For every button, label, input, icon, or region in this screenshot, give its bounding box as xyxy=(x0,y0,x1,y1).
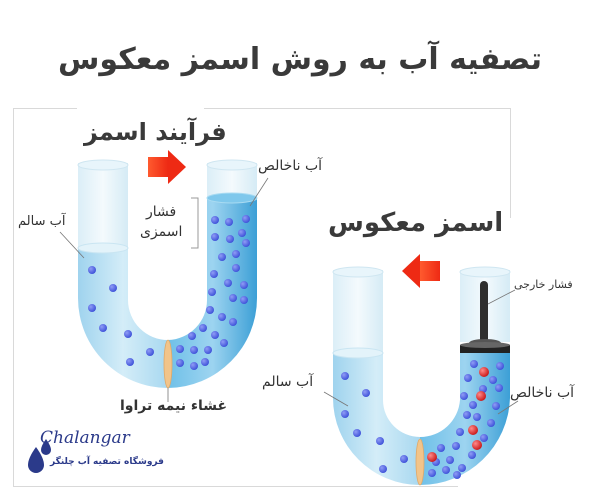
frame-left xyxy=(13,108,14,486)
page-title: تصفیه آب به روش اسمز معکوس xyxy=(58,42,542,77)
arrow-left-icon xyxy=(402,254,440,288)
osmotic-pressure-label-2: اسمزی xyxy=(140,224,183,240)
frame-right xyxy=(510,108,511,218)
osmotic-pressure-label-1: فشار xyxy=(146,204,177,220)
osmosis-heading: فرآیند اسمز xyxy=(84,118,227,146)
reverse-osmosis-heading: اسمز معکوس xyxy=(328,208,504,238)
osmosis-impure-water-label: آب ناخالص xyxy=(258,158,323,174)
reverse-osmosis-u-tube xyxy=(323,266,519,486)
arrow-right-icon xyxy=(148,150,186,184)
frame-top-right xyxy=(204,108,511,109)
frame-top-left xyxy=(13,108,77,109)
osmosis-u-tube xyxy=(59,159,269,402)
ro-pure-water-label: آب سالم xyxy=(262,374,314,390)
brand-name: Chalangar xyxy=(40,428,130,448)
external-pressure-label: فشار خارجی xyxy=(514,278,573,291)
brand-subtitle: فروشگاه تصفیه آب چلنگر xyxy=(50,457,164,467)
ro-impure-water-label: آب ناخالص xyxy=(510,385,575,401)
water-drops-icon xyxy=(28,439,51,473)
frame-bottom xyxy=(13,486,458,487)
membrane-label: غشاء نیمه تراوا xyxy=(120,398,228,414)
osmosis-pure-water-label: آب سالم xyxy=(18,214,66,229)
